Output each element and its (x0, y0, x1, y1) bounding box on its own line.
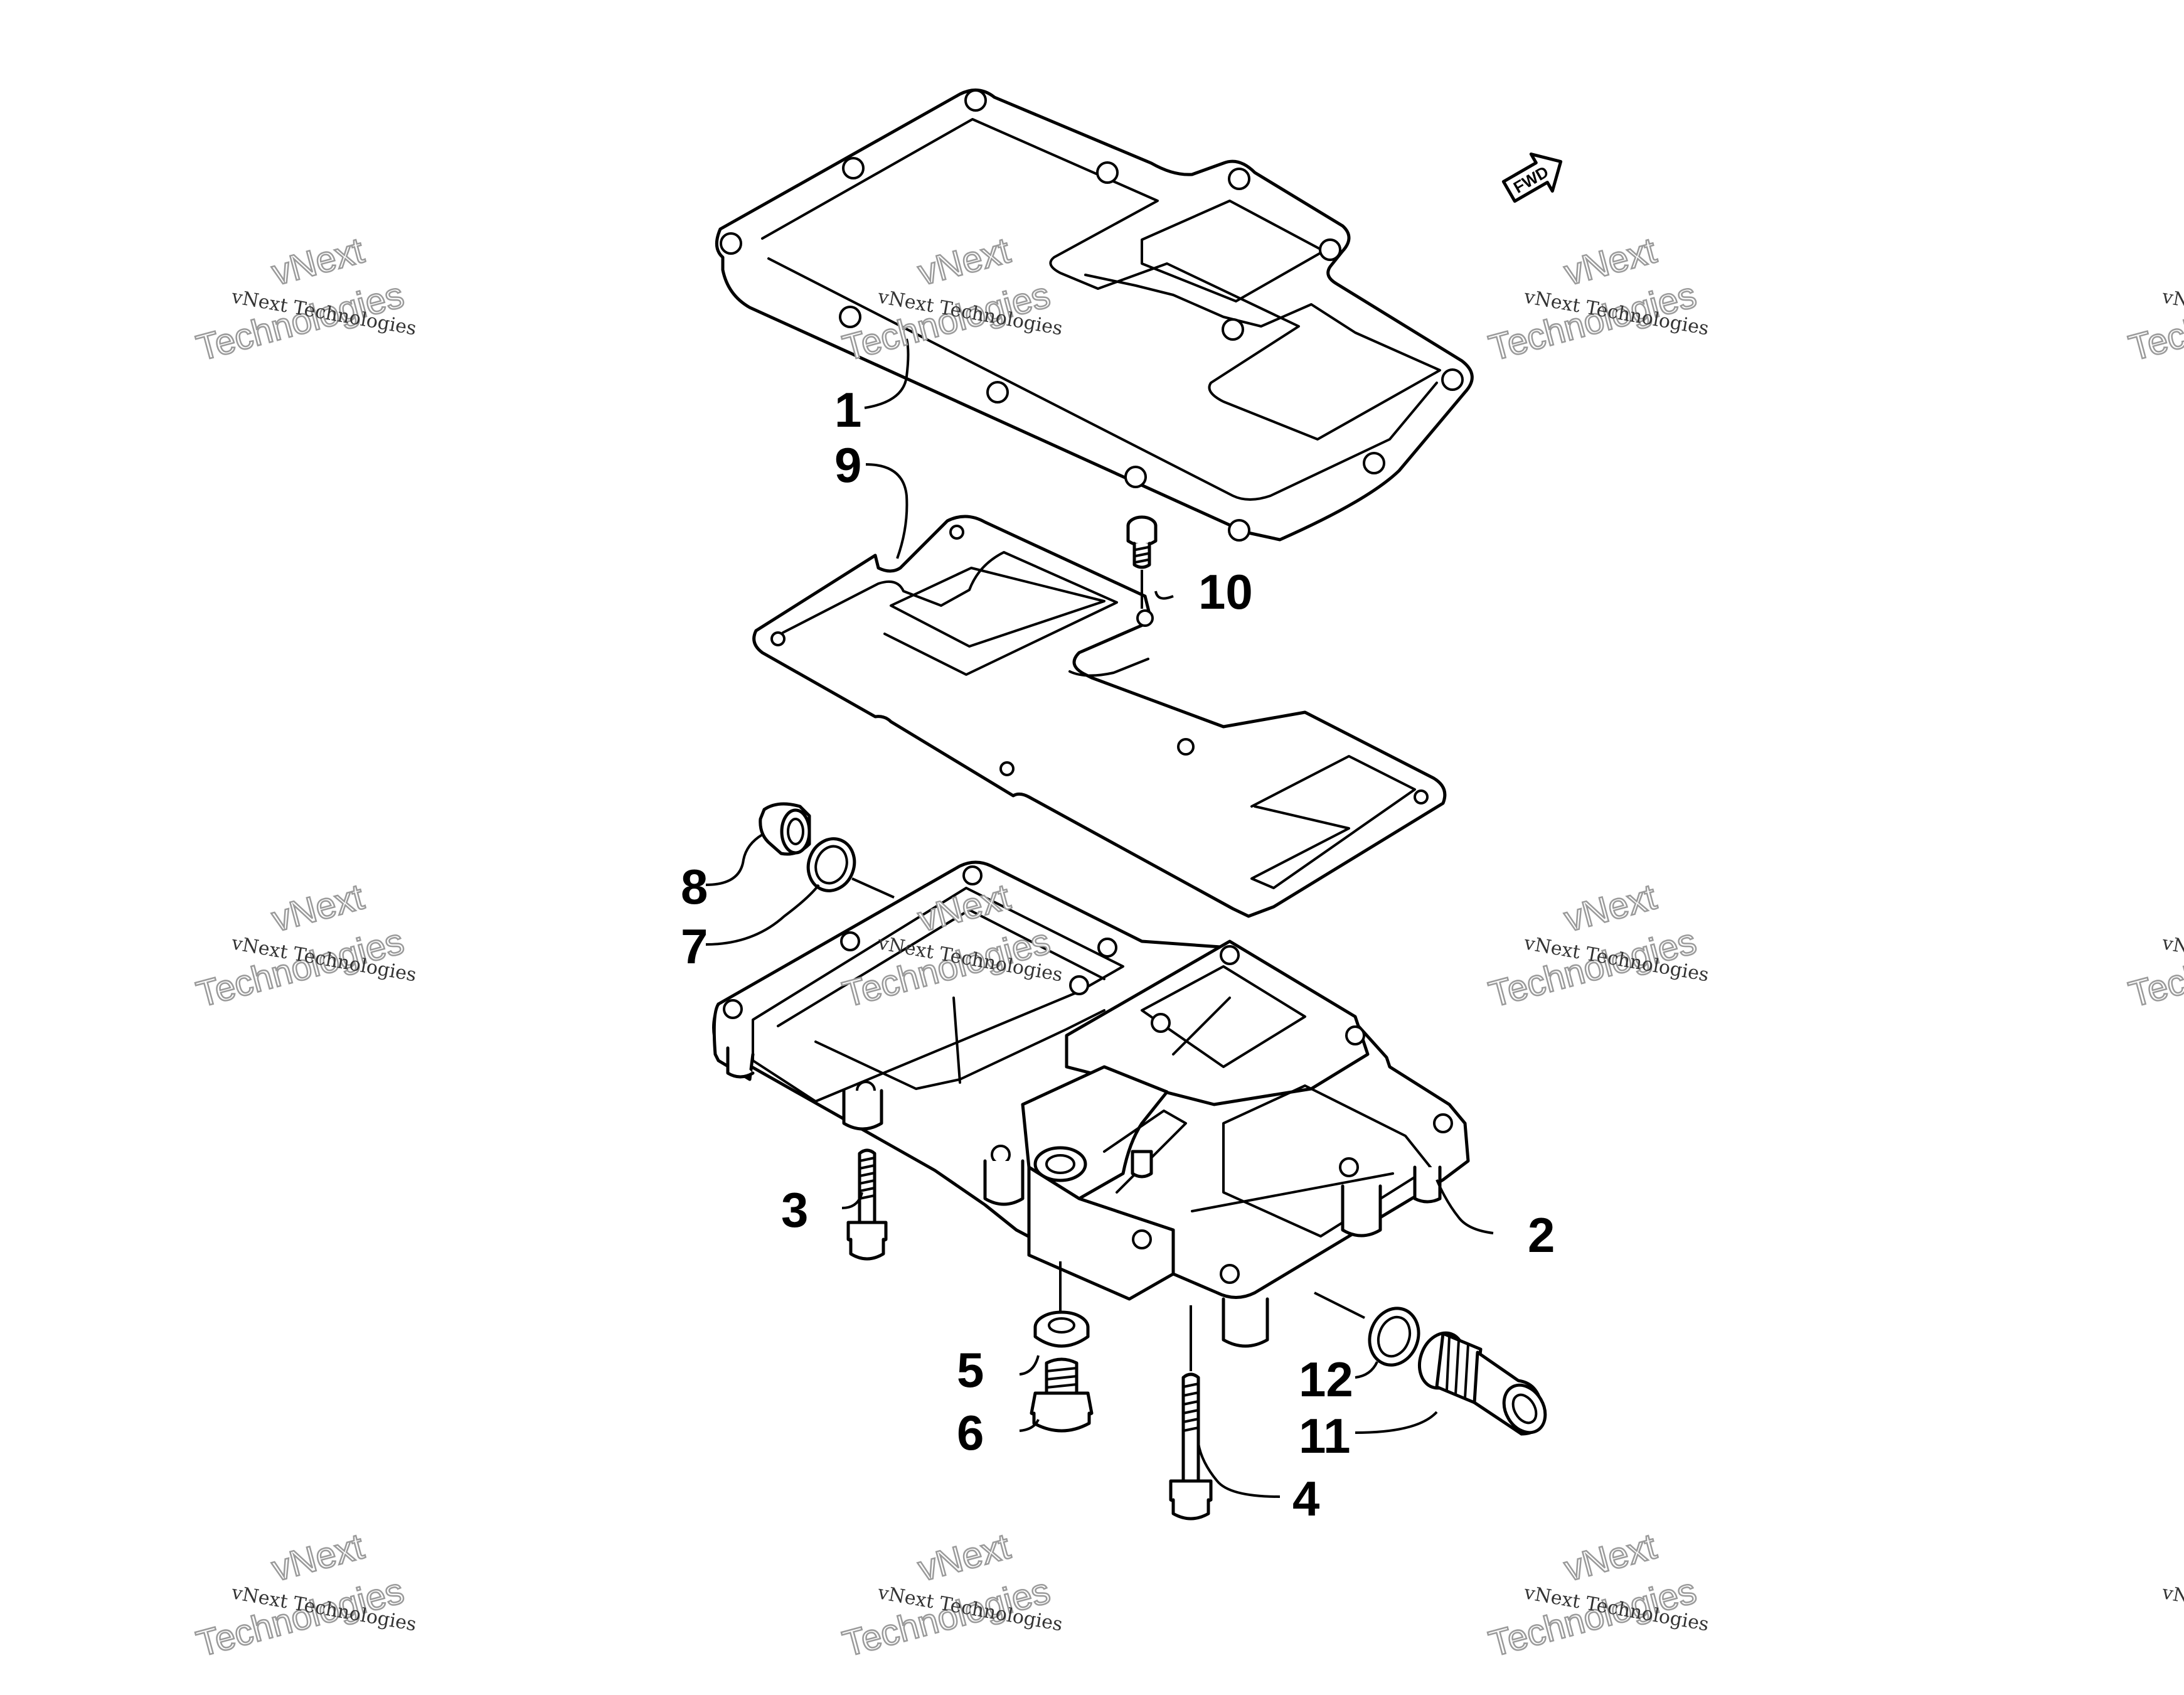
callout-3: 3 (781, 1182, 808, 1238)
svg-text:vNext: vNext (1560, 230, 1661, 293)
callout-9: 9 (834, 437, 861, 493)
watermark-tile: vNext Technologies vNext Technologies (191, 875, 418, 1016)
watermark-tile: vNext Technologies vNext Technologies (191, 229, 418, 370)
part-9-separator-plate (752, 515, 1447, 918)
svg-text:vNext: vNext (914, 1526, 1015, 1589)
svg-text:vNext: vNext (1560, 876, 1661, 939)
part-7-o-ring (806, 837, 856, 892)
callout-11: 11 (1299, 1408, 1350, 1463)
callout-10: 10 (1198, 564, 1253, 619)
callout-1: 1 (834, 382, 861, 437)
svg-text:vNext: vNext (1560, 1526, 1661, 1589)
part-12-o-ring (1314, 1291, 1420, 1367)
gasket-1-holes (720, 89, 1464, 542)
svg-text:vNext: vNext (268, 230, 368, 293)
part-4-long-bolt (1169, 1305, 1213, 1521)
watermark-tile: vNext Technologies vNext Technologies (1484, 1525, 1710, 1666)
callout-labels: 1 2 3 4 5 6 7 8 9 10 11 12 (681, 382, 1555, 1526)
watermark-tile: vNext Technologies vNext Technologies (1484, 229, 1710, 370)
callout-2: 2 (1528, 1207, 1555, 1263)
watermark-tile: vNext Technologies vNext Technologies (191, 1525, 418, 1666)
part-6-drain-bolt (1030, 1357, 1094, 1433)
part-10-screw (1126, 515, 1158, 609)
part-8-plug (759, 802, 811, 856)
callout-7: 7 (681, 919, 708, 974)
callout-leaders (705, 338, 1494, 1498)
part-1-top-gasket (715, 88, 1474, 542)
callout-4: 4 (1292, 1471, 1319, 1526)
fwd-direction-arrow: FWD (1501, 152, 1563, 203)
part-2-oil-pan (712, 860, 1470, 1348)
svg-text:vNext Technologies: vNext Technologies (2160, 1581, 2184, 1635)
part-5-washer (1033, 1261, 1090, 1348)
watermark-tile-edge: vNext Technologies Technologies vNext Te… (2124, 274, 2184, 1636)
watermark-tile: vNext Technologies vNext Technologies (1484, 875, 1710, 1016)
svg-text:vNext: vNext (268, 1526, 368, 1589)
part-11-fitting (1418, 1331, 1547, 1436)
svg-text:vNext: vNext (268, 876, 368, 939)
part-3-bolt (846, 1148, 888, 1261)
watermark-tile: vNext Technologies vNext Technologies (838, 1525, 1064, 1666)
callout-5: 5 (957, 1342, 984, 1398)
callout-6: 6 (957, 1405, 984, 1460)
callout-12: 12 (1299, 1352, 1353, 1407)
callout-8: 8 (681, 859, 708, 914)
